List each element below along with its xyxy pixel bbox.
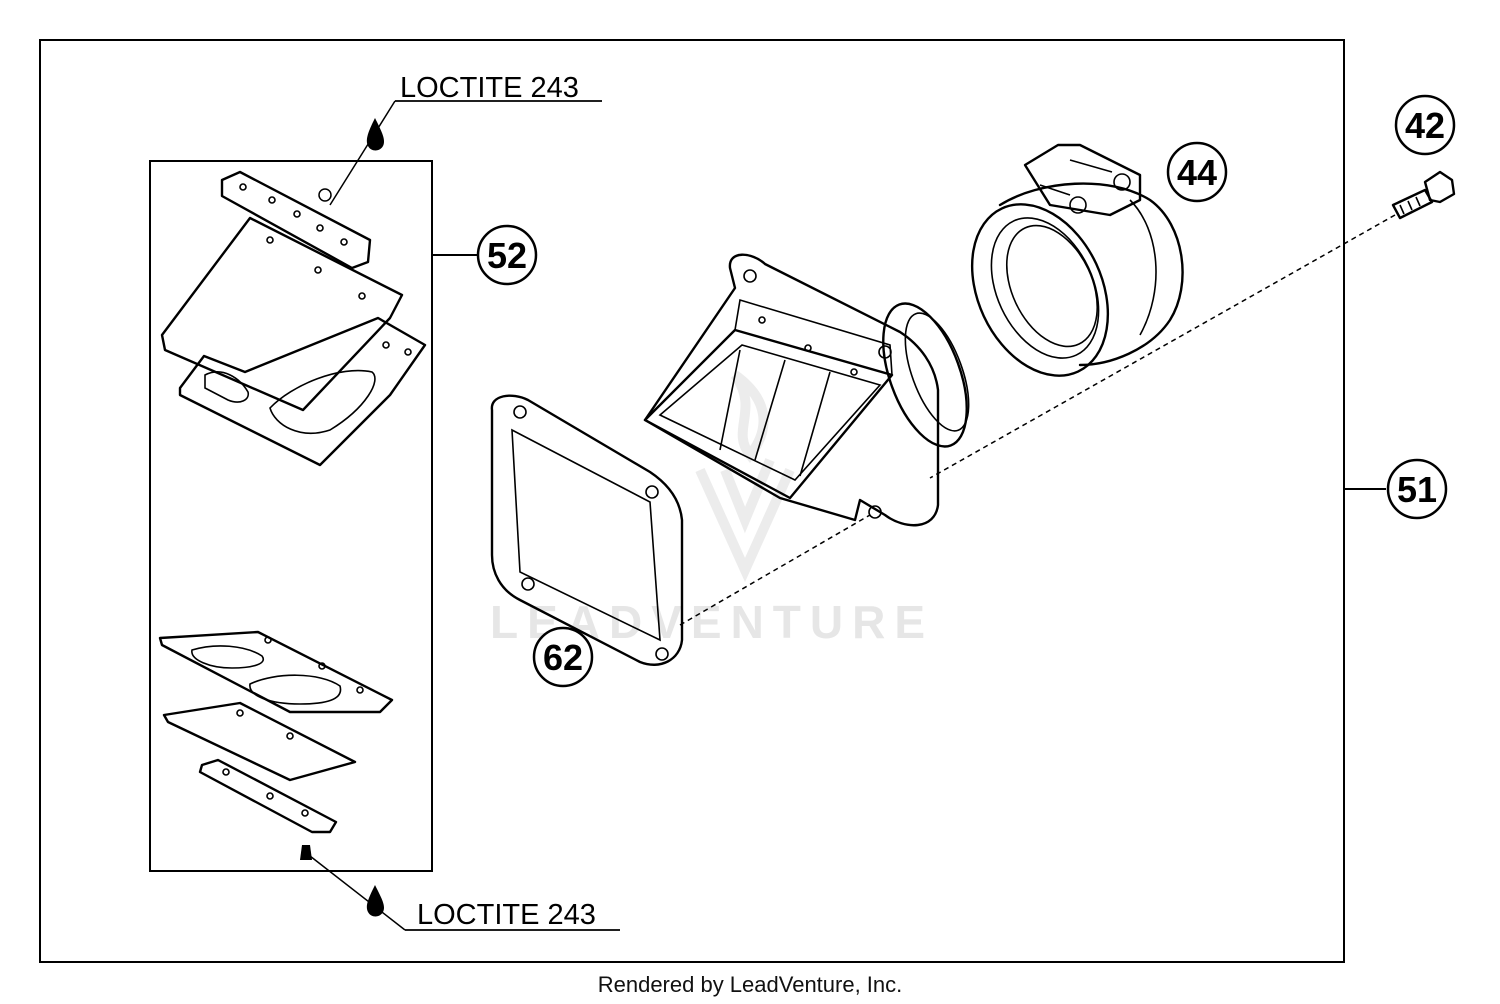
- screw-head-icon: [318, 188, 332, 202]
- reed-gasket-lower: [158, 630, 394, 714]
- bolt: [1391, 170, 1456, 220]
- reed-stop-lower: [198, 758, 338, 834]
- adhesive-drop-icon: [366, 118, 385, 151]
- screw-icon: [300, 845, 312, 860]
- callout-42: 42: [1394, 94, 1456, 156]
- reed-petal-sheet: [160, 216, 404, 412]
- callout-label-62: 62: [543, 637, 583, 678]
- reed-petal-lower: [162, 701, 357, 782]
- callout-52: 52: [432, 224, 538, 286]
- intake-boot: [970, 143, 1184, 377]
- loctite-note-bottom: LOCTITE 243: [300, 845, 620, 931]
- loctite-label-bottom: LOCTITE 243: [417, 899, 596, 931]
- adhesive-drop-icon: [366, 885, 385, 917]
- watermark-logo: [695, 370, 795, 583]
- reed-valve-housing: [643, 253, 970, 527]
- reed-gasket-upper: [178, 316, 427, 467]
- footer-credit: Rendered by LeadVenture, Inc.: [598, 972, 903, 997]
- assembly-line-gasket: [679, 514, 871, 626]
- intake-gasket: [490, 394, 684, 666]
- callout-label-51: 51: [1397, 469, 1437, 510]
- callout-label-44: 44: [1177, 152, 1217, 193]
- loctite-label-top: LOCTITE 243: [400, 72, 579, 104]
- assembly-frame: [39, 39, 1345, 963]
- reed-kit-box: [149, 160, 433, 872]
- callout-44: 44: [1166, 141, 1228, 203]
- callout-62: 62: [532, 626, 594, 688]
- reed-stop-plate: [220, 170, 372, 270]
- callout-51: 51: [1344, 458, 1448, 520]
- loctite-note-top: LOCTITE 243: [318, 72, 602, 206]
- callout-label-42: 42: [1405, 105, 1445, 146]
- assembly-line-bolt: [929, 214, 1396, 479]
- callout-label-52: 52: [487, 235, 527, 276]
